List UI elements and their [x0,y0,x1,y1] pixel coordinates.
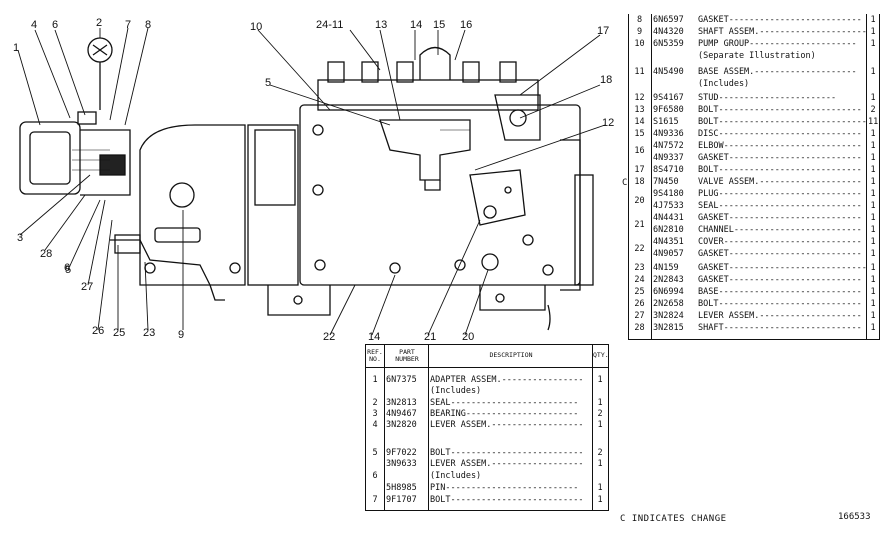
callout-20: 20 [462,331,475,343]
callout-28: 28 [40,248,53,260]
group-ref-21: 21 [634,220,645,230]
change-legend: C INDICATES CHANGE [620,514,727,524]
callout-16: 16 [460,19,473,31]
table-row: (Includes) [698,79,750,89]
callout-25: 25 [113,327,126,339]
callout-23: 23 [143,327,156,339]
callout-2: 2 [96,17,103,29]
leader-lines [17,27,606,336]
callout-6-top: 6 [52,19,59,31]
table-row: 5H8985 PIN--------------------------1 [386,483,603,493]
end-cover [574,174,594,286]
adapter-plate [247,124,299,286]
figure-number: 166533 [838,512,871,522]
header-ref: REF. NO. [367,348,383,363]
callout-15: 15 [433,19,446,31]
pump-housing [299,104,581,286]
callout-6-bottom: 6 [64,262,71,274]
group-ref-20: 20 [634,196,645,206]
group-ref-16: 16 [634,146,645,156]
lever-plate [469,169,526,226]
governor-housing [139,124,246,286]
callout-21: 21 [424,331,437,343]
header-part-number: PART NUMBER [395,348,419,363]
callout-1: 1 [13,42,20,54]
header-description: DESCRIPTION [489,351,533,359]
callout-12: 12 [602,117,615,129]
callout-24-11: 24-11 [316,19,344,31]
adapter-assembly [19,121,81,195]
callout-10: 10 [250,21,263,33]
center-bracket [379,119,471,181]
table-row: (Includes) [430,386,482,396]
base-foot-right [479,285,546,311]
lifting-eye [419,46,451,80]
base-foot-left [267,285,331,316]
callout-18: 18 [600,74,613,86]
callout-17: 17 [597,25,610,37]
table-row: 6 (Includes) [372,471,482,481]
callout-14-bottom: 14 [368,331,381,343]
callout-9: 9 [178,329,185,341]
callout-5-top: 5 [265,77,272,89]
header-qty: QTY. [593,351,609,359]
table-row [366,435,608,446]
callout-8: 8 [145,19,152,31]
callout-5-bottom: 5 [65,264,72,276]
callout-4: 4 [31,19,38,31]
housing-end-plate [560,139,581,291]
fuel-pump-exploded-diagram [17,27,606,336]
callout-22: 22 [323,331,336,343]
table-row: (Separate Illustration) [698,51,816,61]
callout-3: 3 [17,232,24,244]
change-marker: C [622,178,628,188]
valve-assembly-18 [494,94,541,141]
linkage-rod [110,239,211,286]
callout-14-top: 14 [410,19,423,31]
governor-shaft-hole [169,182,195,208]
group-ref-22: 22 [634,244,645,254]
callout-26: 26 [92,325,105,337]
callout-7: 7 [125,19,132,31]
callout-13: 13 [375,19,388,31]
callout-27: 27 [81,281,94,293]
